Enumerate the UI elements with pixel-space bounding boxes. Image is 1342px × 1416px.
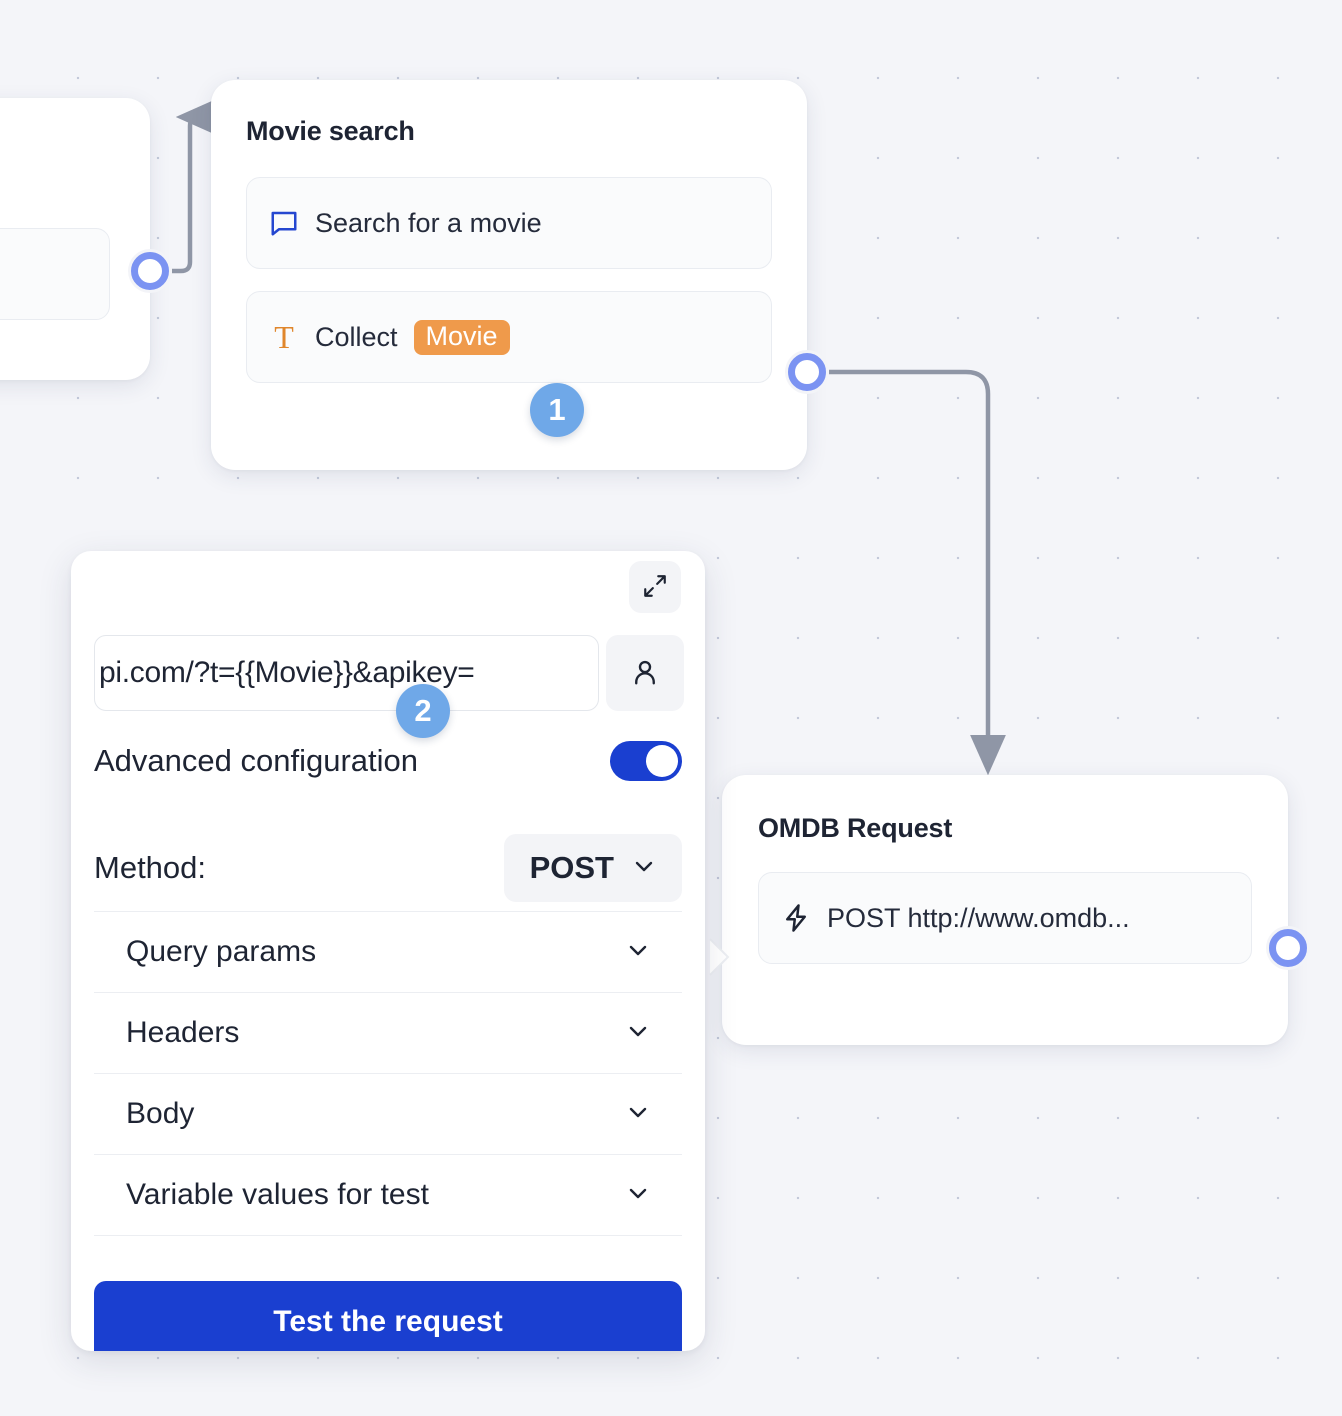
connector-dot-omdb-output[interactable] [1266, 926, 1310, 970]
section-label: Headers [126, 1016, 240, 1049]
lightning-bolt-icon [781, 903, 811, 933]
advanced-configuration-toggle[interactable] [610, 741, 682, 781]
chevron-down-icon [626, 1100, 650, 1129]
chat-bubble-icon [269, 208, 299, 238]
movie-search-row-collect[interactable]: T Collect Movie [246, 291, 772, 383]
previous-node-card[interactable] [0, 98, 150, 380]
chevron-down-icon [626, 1019, 650, 1048]
section-query-params[interactable]: Query params [94, 912, 682, 993]
movie-search-row-label: Search for a movie [315, 207, 542, 238]
user-variables-button[interactable] [606, 635, 684, 711]
omdb-request-node[interactable]: OMDB Request POST http://www.omdb... [709, 775, 1288, 1045]
section-label: Variable values for test [126, 1178, 429, 1211]
person-icon [630, 657, 660, 690]
method-label: Method: [94, 850, 207, 885]
url-input-value: pi.com/?t={{Movie}}&apikey= [99, 656, 475, 689]
node-input-notch-icon [709, 938, 730, 976]
url-row[interactable]: pi.com/?t={{Movie}}&apikey= [94, 635, 684, 711]
connector-dot-movie-output[interactable] [785, 350, 829, 394]
section-label: Body [126, 1097, 195, 1130]
config-sections: Query params Headers Body [94, 911, 682, 1236]
advanced-configuration-row[interactable]: Advanced configuration [94, 741, 682, 781]
text-type-icon: T [274, 319, 294, 355]
chevron-down-icon [632, 850, 656, 886]
section-headers[interactable]: Headers [94, 993, 682, 1074]
step-badge-2: 2 [396, 684, 450, 738]
collect-label: Collect [315, 321, 398, 352]
movie-search-node[interactable]: Movie search Search for a movie T Collec… [211, 80, 807, 470]
chevron-down-icon [626, 938, 650, 967]
chevron-down-icon [626, 1181, 650, 1210]
omdb-request-title: OMDB Request [758, 813, 953, 843]
connector-dot-previous-output[interactable] [128, 249, 172, 293]
method-value: POST [529, 850, 614, 885]
url-input[interactable]: pi.com/?t={{Movie}}&apikey= [94, 635, 599, 711]
omdb-request-row-label: POST http://www.omdb... [827, 902, 1130, 933]
step-badge-1: 1 [530, 383, 584, 437]
section-body[interactable]: Body [94, 1074, 682, 1155]
variable-chip-movie[interactable]: Movie [413, 319, 510, 355]
movie-search-title: Movie search [246, 116, 415, 146]
test-request-button[interactable]: Test the request [94, 1281, 682, 1351]
section-variable-values-for-test[interactable]: Variable values for test [94, 1155, 682, 1236]
previous-node-row[interactable] [0, 228, 110, 320]
method-select[interactable]: POST [503, 834, 682, 902]
expand-button[interactable] [629, 561, 681, 613]
method-row: Method: POST [94, 834, 682, 902]
section-label: Query params [126, 935, 317, 968]
expand-arrows-icon [642, 573, 668, 602]
advanced-configuration-label: Advanced configuration [94, 743, 419, 778]
movie-search-row-search[interactable]: Search for a movie [246, 177, 772, 269]
request-config-panel[interactable]: pi.com/?t={{Movie}}&apikey= Advanced con… [71, 551, 705, 1351]
edge-movie-to-omdb [829, 369, 1006, 776]
edge-prev-to-movie [172, 99, 217, 274]
omdb-request-row[interactable]: POST http://www.omdb... [758, 872, 1252, 964]
